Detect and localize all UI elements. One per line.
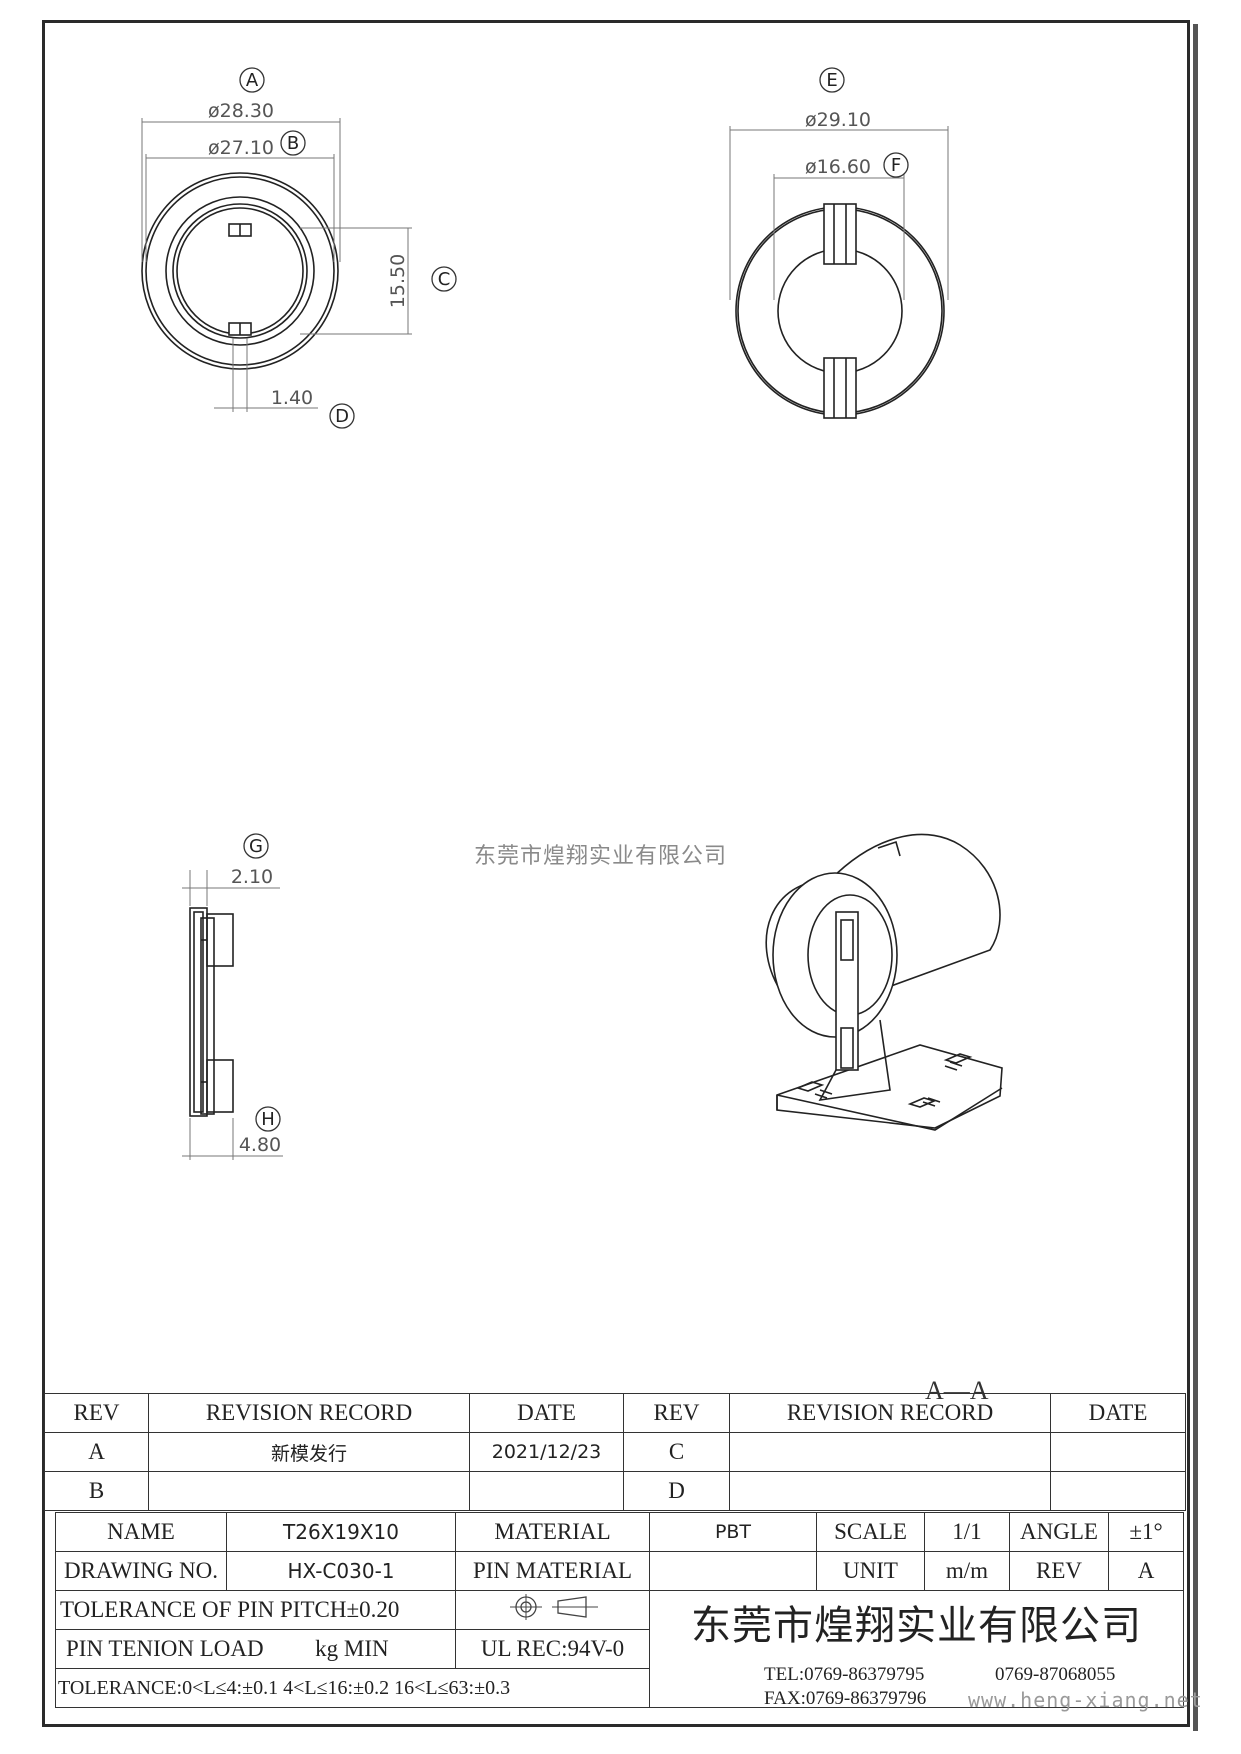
material-value: PBT [649,1512,817,1552]
profile-view [189,907,234,1117]
label-c: C [438,269,451,290]
frame-shadow [1193,24,1198,1731]
drawing-frame [42,20,1190,1727]
label-b: B [287,133,299,154]
tolerance-ranges: TOLERANCE:0<L≤4:±0.1 4<L≤16:±0.2 16<L≤63… [55,1668,650,1708]
date-cell [469,1471,624,1511]
title-row-1: NAME T26X19X10 MATERIAL PBT SCALE 1/1 AN… [55,1512,1184,1552]
pin-material-value [649,1551,817,1591]
dim-b: ø27.10 [208,137,274,159]
title-row-3: TOLERANCE OF PIN PITCH±0.20 东莞市煌翔实业有限公司 [55,1590,1184,1708]
dim-g: 2.10 [231,866,273,888]
dim-a: ø28.30 [208,100,274,122]
rev-header: REV [44,1393,149,1433]
rev-cell-2: D [623,1471,730,1511]
company-name: 东莞市煌翔实业有限公司 [691,1603,1142,1649]
rev-header-2: REV [623,1393,730,1433]
rev-cell: A [44,1432,149,1472]
pin-tension-label: PIN TENION LOAD [66,1636,264,1661]
rev-value: A [1108,1551,1184,1591]
angle-value: ±1° [1108,1512,1184,1552]
label-c-bubble [431,266,457,292]
drawing-no-label: DRAWING NO. [55,1551,227,1591]
revision-record-cell: 新模发行 [148,1432,470,1472]
dim-c: 15.50 [387,254,409,308]
name-label: NAME [55,1512,227,1552]
label-f: F [891,155,901,176]
label-e-bubble [819,67,845,93]
tel: TEL:0769-86379795 [764,1664,925,1685]
watermark: 东莞市煌翔实业有限公司 [474,844,728,869]
label-g-bubble [243,833,269,859]
revision-table: REV REVISION RECORD DATE REV REVISION RE… [44,1393,1186,1511]
revision-record-header: REVISION RECORD [148,1393,470,1433]
angle-label: ANGLE [1009,1512,1109,1552]
title-row-4: PIN TENION LOAD kg MIN UL REC:94V-0 [55,1629,1184,1669]
revision-record-cell-2 [729,1432,1051,1472]
rev-label: REV [1009,1551,1109,1591]
isometric-view [765,833,1003,1131]
material-label: MATERIAL [455,1512,650,1552]
title-block: NAME T26X19X10 MATERIAL PBT SCALE 1/1 AN… [55,1512,1184,1708]
scale-value: 1/1 [924,1512,1010,1552]
dim-d: 1.40 [271,387,313,409]
side-view [735,203,945,419]
ul-rec: UL REC:94V-0 [455,1629,650,1669]
pin-tension-unit: kg MIN [315,1636,389,1661]
table-row: A 新模发行 2021/12/23 C [44,1432,1186,1472]
company-block: 东莞市煌翔实业有限公司 [649,1590,1184,1708]
unit-label: UNIT [816,1551,925,1591]
unit-value: m/m [924,1551,1010,1591]
date-cell: 2021/12/23 [469,1432,624,1472]
revision-record-header-2: REVISION RECORD [729,1393,1051,1433]
revision-header-row: REV REVISION RECORD DATE REV REVISION RE… [44,1393,1186,1433]
side-view-dimensions [729,126,949,300]
rev-cell-2: C [623,1432,730,1472]
table-row: B D [44,1471,1186,1511]
pin-tension: PIN TENION LOAD kg MIN [55,1629,456,1669]
label-d: D [335,406,349,427]
title-row-2: DRAWING NO. HX-C030-1 PIN MATERIAL UNIT … [55,1551,1184,1591]
dim-f: ø16.60 [805,156,871,178]
dim-e: ø29.10 [805,109,871,131]
drawing-no-value: HX-C030-1 [226,1551,456,1591]
label-h: H [261,1109,275,1130]
date-header: DATE [469,1393,624,1433]
profile-view-dimensions [182,870,283,1160]
fax: FAX:0769-86379796 [764,1688,927,1709]
top-view [141,172,339,370]
label-e: E [826,70,837,91]
projection-symbol-icon [509,1594,598,1620]
name-value: T26X19X10 [226,1512,456,1552]
top-view-dimensions [141,118,412,412]
label-a: A [246,70,259,91]
date-cell-2 [1050,1432,1186,1472]
label-b-bubble [280,130,306,156]
title-row-5: TOLERANCE:0<L≤4:±0.1 4<L≤16:±0.2 16<L≤63… [55,1668,1184,1708]
label-h-bubble [255,1106,281,1132]
scale-label: SCALE [816,1512,925,1552]
date-header-2: DATE [1050,1393,1186,1433]
tel2: 0769-87068055 [995,1664,1116,1685]
revision-record-cell [148,1471,470,1511]
website: www.heng-xiang.net [968,1688,1203,1712]
projection-symbol [455,1590,650,1630]
rev-cell: B [44,1471,149,1511]
label-a-bubble [239,67,265,93]
dim-h: 4.80 [239,1134,281,1156]
label-g: G [249,836,263,857]
date-cell-2 [1050,1471,1186,1511]
label-d-bubble [329,403,355,429]
label-f-bubble [883,152,909,178]
tolerance-pitch: TOLERANCE OF PIN PITCH±0.20 [55,1590,456,1630]
revision-record-cell-2 [729,1471,1051,1511]
pin-material-label: PIN MATERIAL [455,1551,650,1591]
